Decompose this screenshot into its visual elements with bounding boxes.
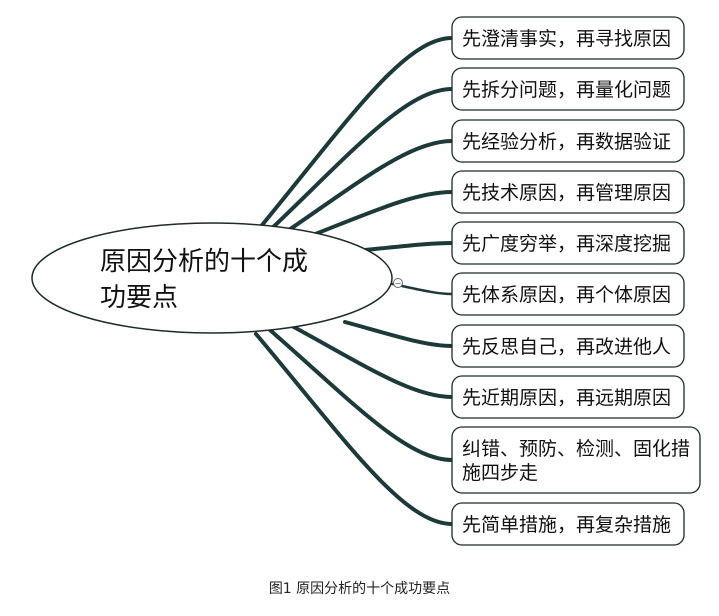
branch-box-1 bbox=[451, 16, 685, 60]
branch-box-9 bbox=[451, 426, 701, 494]
branch-label-8: 先近期原因，再远期原因 bbox=[462, 387, 671, 409]
connector-3 bbox=[278, 139, 454, 238]
collapse-toggle-symbol: − bbox=[395, 279, 402, 288]
connector-4 bbox=[298, 190, 454, 242]
connector-7 bbox=[343, 320, 454, 348]
branch-box-8 bbox=[451, 375, 685, 419]
branch-node-7[interactable]: 先反思自己，再改进他人 bbox=[451, 324, 685, 368]
branch-label-10: 先简单措施，再复杂措施 bbox=[462, 514, 671, 536]
root-title-line-1: 原因分析的十个成 bbox=[100, 247, 308, 277]
connector-9 bbox=[268, 328, 454, 462]
branch-node-8[interactable]: 先近期原因，再远期原因 bbox=[451, 375, 685, 419]
branch-node-2[interactable]: 先拆分问题，再量化问题 bbox=[451, 67, 685, 111]
connector-10 bbox=[254, 332, 454, 526]
branch-node-5[interactable]: 先广度穷举，再深度挖掘 bbox=[451, 221, 685, 265]
branch-label-2: 先拆分问题，再量化问题 bbox=[462, 79, 671, 101]
branch-box-10 bbox=[451, 502, 685, 546]
connector-5 bbox=[363, 241, 454, 252]
branch-node-4[interactable]: 先技术原因，再管理原因 bbox=[451, 170, 685, 214]
root-node bbox=[31, 222, 393, 334]
root-title-line-2: 功要点 bbox=[100, 283, 178, 313]
branch-nodes: 先澄清事实，再寻找原因先拆分问题，再量化问题先经验分析，再数据验证先技术原因，再… bbox=[451, 16, 701, 546]
branch-box-3 bbox=[451, 119, 685, 163]
branch-box-2 bbox=[451, 67, 685, 111]
branch-label-5: 先广度穷举，再深度挖掘 bbox=[462, 233, 671, 255]
connector-8 bbox=[290, 324, 454, 399]
branch-box-4 bbox=[451, 170, 685, 214]
branch-node-10[interactable]: 先简单措施，再复杂措施 bbox=[451, 502, 685, 546]
collapse-toggle[interactable] bbox=[393, 278, 403, 288]
connector-2 bbox=[266, 87, 454, 234]
branch-node-1[interactable]: 先澄清事实，再寻找原因 bbox=[451, 16, 685, 60]
branch-label-1: 先澄清事实，再寻找原因 bbox=[462, 28, 671, 50]
branch-label-4: 先技术原因，再管理原因 bbox=[462, 182, 671, 204]
branch-label-6: 先体系原因，再个体原因 bbox=[462, 284, 671, 306]
branch-node-6[interactable]: 先体系原因，再个体原因 bbox=[451, 272, 685, 316]
branch-label-3: 先经验分析，再数据验证 bbox=[462, 131, 671, 153]
connector-1 bbox=[256, 36, 454, 232]
branch-box-7 bbox=[451, 324, 685, 368]
branch-label-9-line-2: 施四步走 bbox=[462, 462, 538, 484]
branch-node-3[interactable]: 先经验分析，再数据验证 bbox=[451, 119, 685, 163]
branch-box-6 bbox=[451, 272, 685, 316]
figure-caption: 图1 原因分析的十个成功要点 bbox=[268, 581, 451, 597]
branch-label-7: 先反思自己，再改进他人 bbox=[462, 336, 671, 358]
branch-label-9-line-1: 纠错、预防、检测、固化措 bbox=[462, 438, 690, 460]
branch-box-5 bbox=[451, 221, 685, 265]
